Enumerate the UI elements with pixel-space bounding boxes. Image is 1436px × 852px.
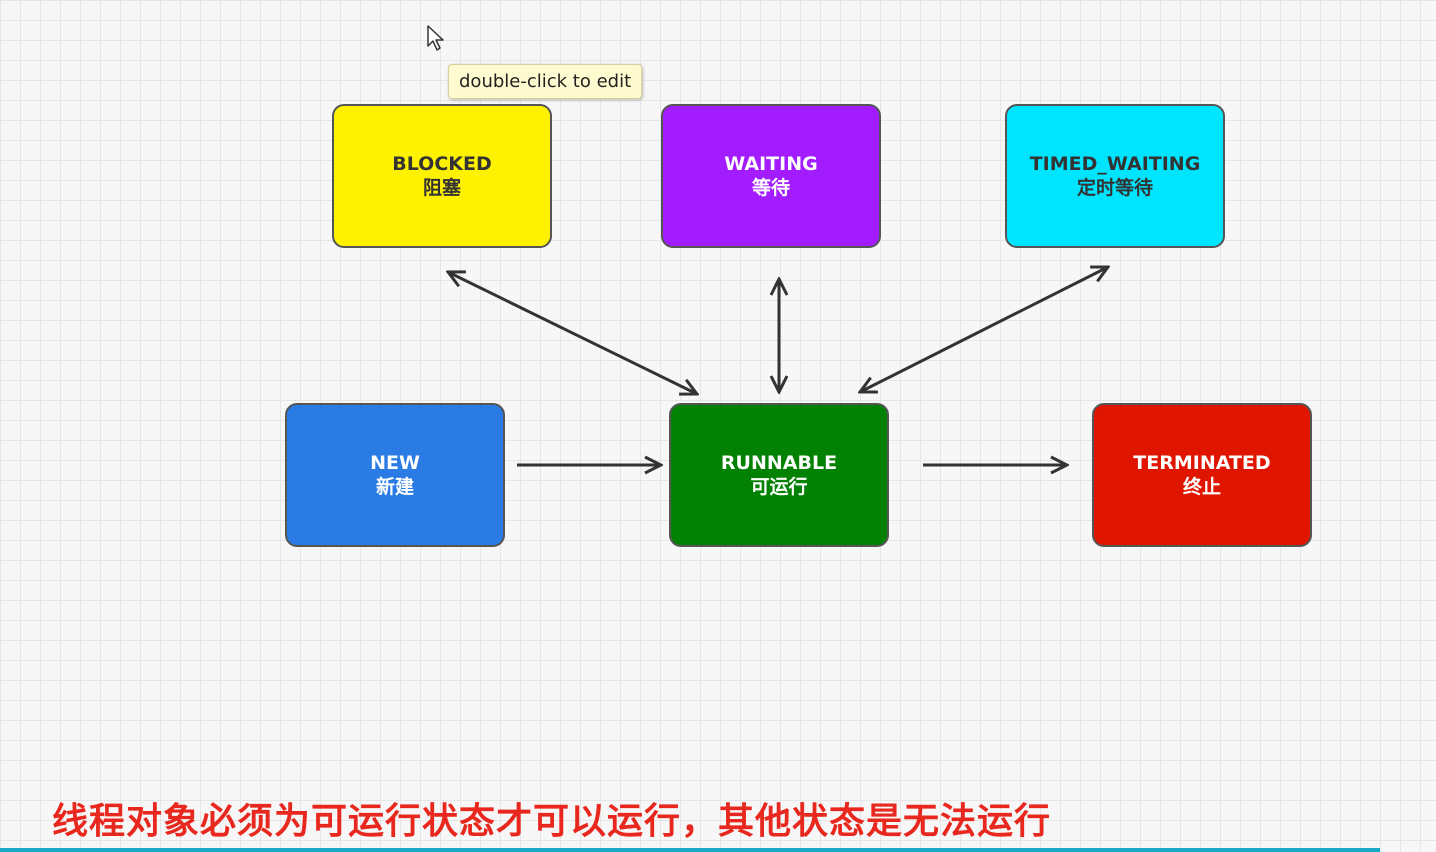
state-runnable-name: RUNNABLE <box>720 452 838 474</box>
mouse-cursor-icon <box>427 25 444 51</box>
state-runnable-label: 可运行 <box>750 476 808 498</box>
state-waiting-label: 等待 <box>751 177 790 199</box>
state-blocked-name: BLOCKED <box>392 153 492 175</box>
state-new[interactable]: NEW 新建 <box>285 403 505 547</box>
state-new-label: 新建 <box>375 476 414 498</box>
state-new-name: NEW <box>370 452 420 474</box>
caption-text: 线程对象必须为可运行状态才可以运行，其他状态是无法运行 <box>52 801 1052 842</box>
state-waiting[interactable]: WAITING 等待 <box>661 104 881 248</box>
state-blocked[interactable]: BLOCKED 阻塞 <box>332 104 552 248</box>
bottom-accent-bar <box>0 848 1380 852</box>
state-timed-waiting-label: 定时等待 <box>1076 177 1153 199</box>
state-terminated-name: TERMINATED <box>1133 452 1271 474</box>
edit-tooltip: double-click to edit <box>448 64 643 99</box>
state-terminated-label: 终止 <box>1182 476 1221 498</box>
arrow-timed-waiting-runnable <box>860 267 1108 392</box>
state-waiting-name: WAITING <box>724 153 818 175</box>
arrow-blocked-runnable <box>448 272 697 394</box>
state-terminated[interactable]: TERMINATED 终止 <box>1092 403 1312 547</box>
state-timed-waiting[interactable]: TIMED_WAITING 定时等待 <box>1005 104 1225 248</box>
state-timed-waiting-name: TIMED_WAITING <box>1029 153 1201 175</box>
state-runnable[interactable]: RUNNABLE 可运行 <box>669 403 889 547</box>
state-blocked-label: 阻塞 <box>422 177 461 199</box>
